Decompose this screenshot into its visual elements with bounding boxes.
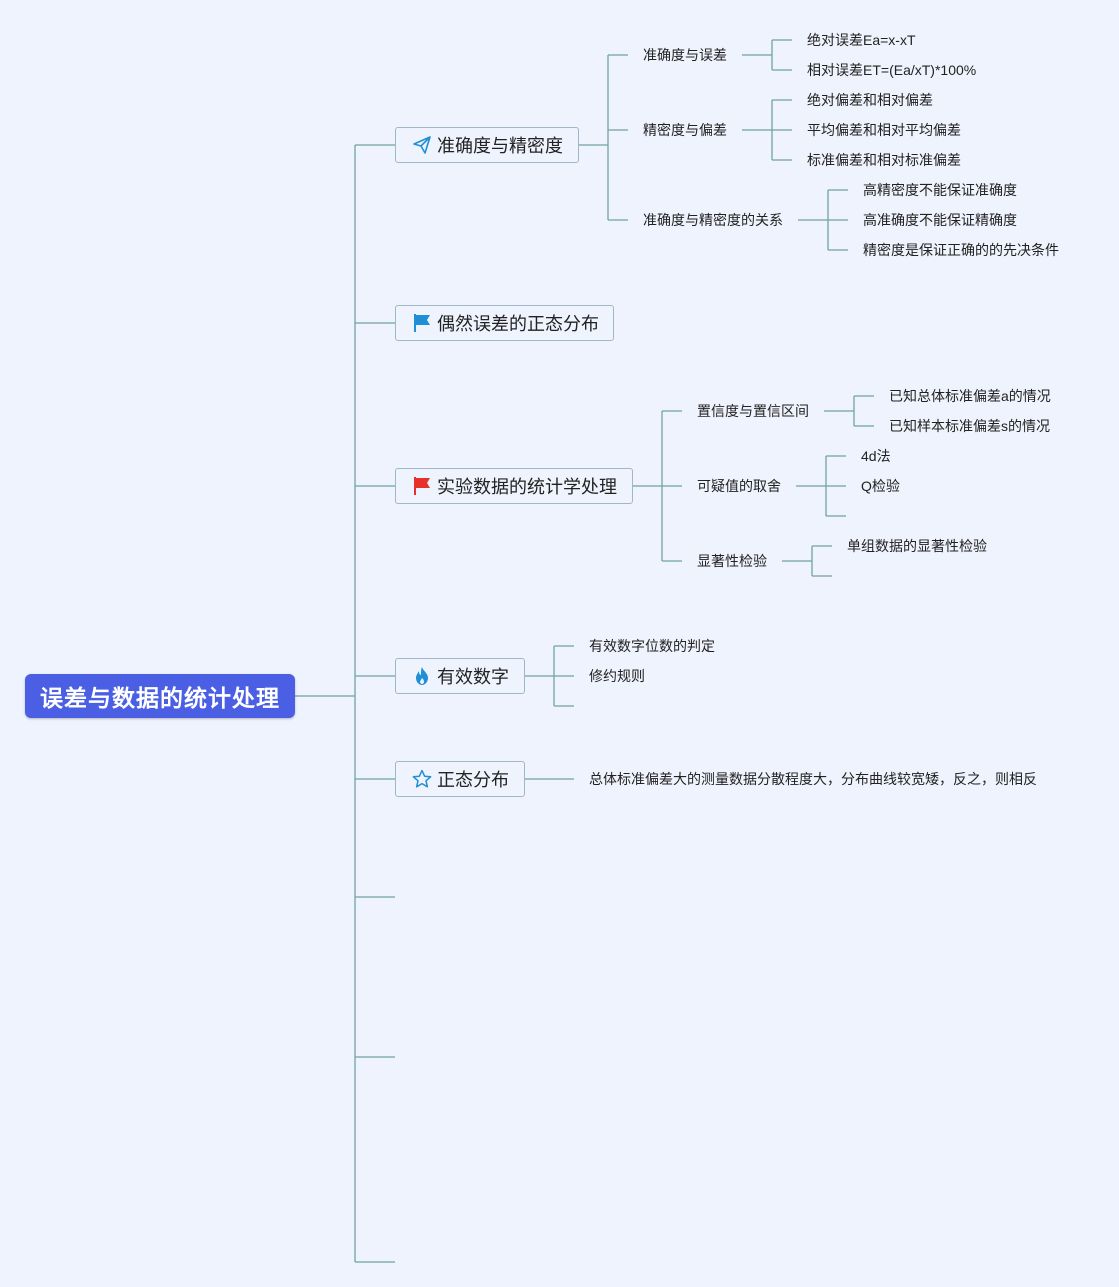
branch-label: 正态分布 [437,770,509,790]
leaf-relative-error[interactable]: 相对误差ET=(Ea/xT)*100% [807,62,977,78]
subtopic-confidence-interval[interactable]: 置信度与置信区间 [697,403,809,419]
leaf-known-sample-sd[interactable]: 已知样本标准偏差s的情况 [889,418,1050,434]
leaf-sig-fig-determination[interactable]: 有效数字位数的判定 [589,638,715,654]
star-icon [412,769,432,789]
leaf-rounding-rules[interactable]: 修约规则 [589,668,645,684]
branch-label: 偶然误差的正态分布 [437,314,599,334]
leaf-accuracy-not-precision[interactable]: 高准确度不能保证精确度 [863,212,1017,228]
leaf-known-population-sd[interactable]: 已知总体标准偏差a的情况 [889,388,1051,404]
leaf-4d-method[interactable]: 4d法 [861,448,891,464]
branch-label: 准确度与精密度 [437,136,563,156]
branch-label: 有效数字 [437,667,509,687]
subtopic-accuracy-precision-relation[interactable]: 准确度与精密度的关系 [643,212,783,228]
leaf-precision-not-accuracy[interactable]: 高精密度不能保证准确度 [863,182,1017,198]
blue-flag-icon [412,313,432,333]
branch-statistical-processing[interactable]: 实验数据的统计学处理 [395,468,633,504]
branch-accuracy-precision[interactable]: 准确度与精密度 [395,127,579,163]
subtopic-significance-test[interactable]: 显著性检验 [697,553,767,569]
branch-label: 实验数据的统计学处理 [437,477,617,497]
paper-plane-icon [412,135,432,155]
branch-random-error[interactable]: 偶然误差的正态分布 [395,305,614,341]
leaf-standard-deviation[interactable]: 标准偏差和相对标准偏差 [807,152,961,168]
branch-significant-figures[interactable]: 有效数字 [395,658,525,694]
leaf-average-deviation[interactable]: 平均偏差和相对平均偏差 [807,122,961,138]
leaf-normal-distribution-note[interactable]: 总体标准偏差大的测量数据分散程度大，分布曲线较宽矮，反之，则相反 [589,771,1037,787]
leaf-precision-prerequisite[interactable]: 精密度是保证正确的的先决条件 [863,242,1059,258]
root-topic[interactable]: 误差与数据的统计处理 [25,674,295,718]
leaf-absolute-relative-deviation[interactable]: 绝对偏差和相对偏差 [807,92,933,108]
subtopic-precision-deviation[interactable]: 精密度与偏差 [643,122,727,138]
branch-normal-distribution[interactable]: 正态分布 [395,761,525,797]
leaf-single-group-significance[interactable]: 单组数据的显著性检验 [847,538,987,554]
subtopic-accuracy-error[interactable]: 准确度与误差 [643,47,727,63]
fire-icon [412,666,432,686]
subtopic-outlier-rejection[interactable]: 可疑值的取舍 [697,478,781,494]
leaf-q-test[interactable]: Q检验 [861,478,900,494]
root-topic-label: 误差与数据的统计处理 [40,685,280,711]
leaf-absolute-error[interactable]: 绝对误差Ea=x-xT [807,32,916,48]
red-flag-icon [412,476,432,496]
